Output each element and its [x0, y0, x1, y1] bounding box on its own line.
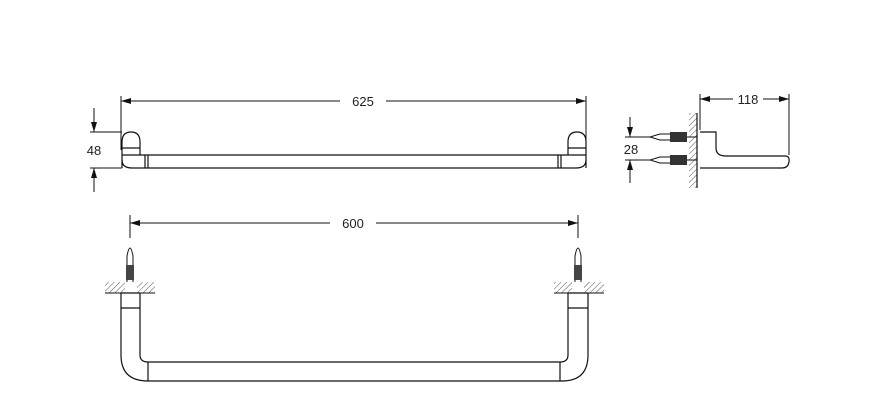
dimension-48-label: 48 [87, 143, 101, 158]
screw-lower [648, 155, 697, 165]
dimension-118-label: 118 [738, 92, 759, 107]
dimension-600-label: 600 [342, 216, 364, 231]
front-view [105, 215, 604, 382]
screw-upper [648, 132, 697, 142]
side-view [625, 94, 790, 188]
dimension-28-label: 28 [624, 142, 638, 157]
dimension-625-label: 625 [352, 94, 374, 109]
top-view [90, 96, 587, 192]
